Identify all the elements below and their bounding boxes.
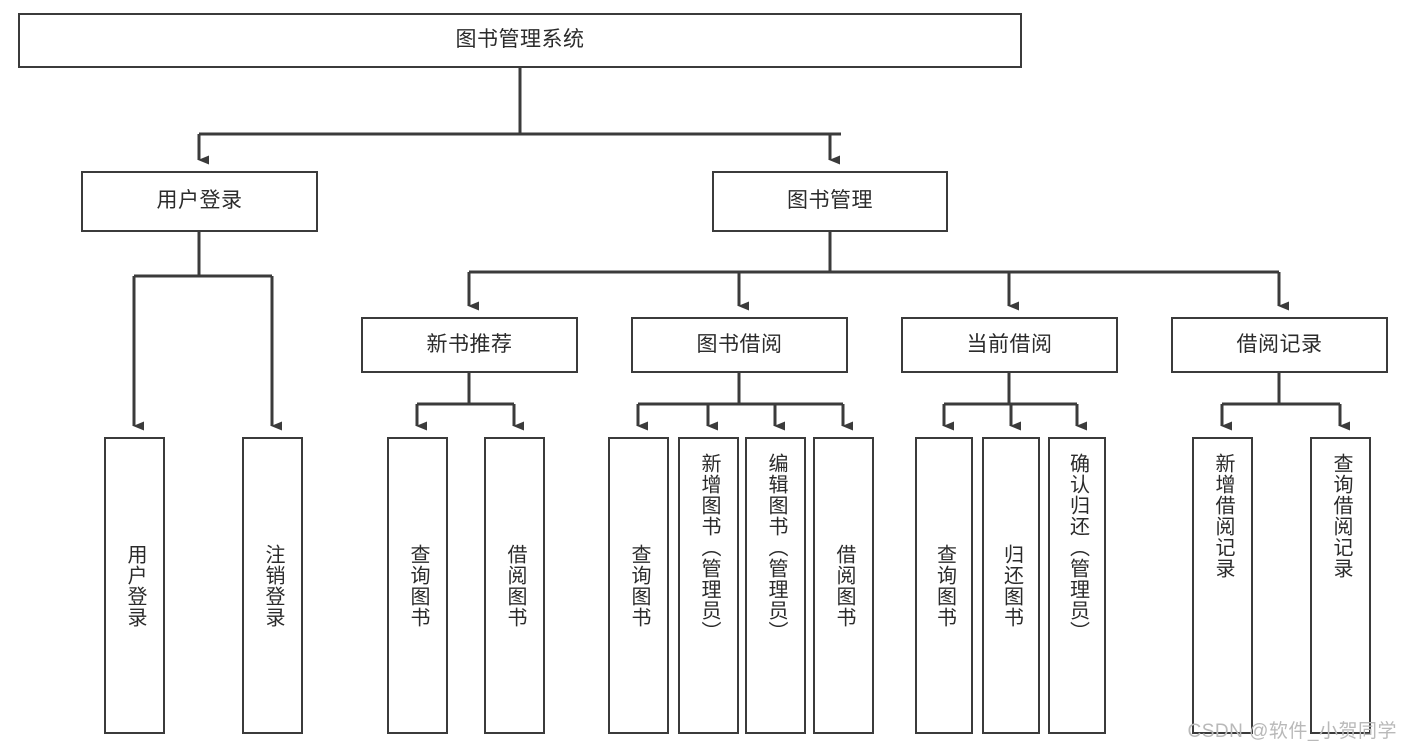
node-new-book-recommend-label: 新书推荐 xyxy=(426,332,513,356)
node-leaf-borrow-book-1[interactable]: 借阅图书 xyxy=(484,437,545,734)
node-leaf-confirm-return-admin[interactable]: 确认归还（管理员） xyxy=(1048,437,1106,734)
node-leaf-user-login-label: 用户登录 xyxy=(124,543,146,628)
node-leaf-return-book[interactable]: 归还图书 xyxy=(982,437,1040,734)
node-leaf-edit-book-admin-label: 编辑图书（管理员） xyxy=(765,453,787,642)
node-leaf-add-book-admin[interactable]: 新增图书（管理员） xyxy=(678,437,739,734)
node-leaf-borrow-book-2-label: 借阅图书 xyxy=(833,543,855,628)
node-leaf-query-book-1[interactable]: 查询图书 xyxy=(387,437,448,734)
node-borrow-record[interactable]: 借阅记录 xyxy=(1171,317,1388,373)
node-book-management-label: 图书管理 xyxy=(787,189,873,213)
node-leaf-query-borrow-record[interactable]: 查询借阅记录 xyxy=(1310,437,1371,734)
node-leaf-user-logout[interactable]: 注销登录 xyxy=(242,437,303,734)
node-current-borrow[interactable]: 当前借阅 xyxy=(901,317,1118,373)
node-leaf-query-book-2[interactable]: 查询图书 xyxy=(608,437,669,734)
node-leaf-query-book-3[interactable]: 查询图书 xyxy=(915,437,973,734)
node-leaf-return-book-label: 归还图书 xyxy=(1000,543,1023,628)
node-leaf-confirm-return-admin-label: 确认归还（管理员） xyxy=(1066,453,1089,642)
node-leaf-add-borrow-record-label: 新增借阅记录 xyxy=(1212,453,1234,579)
node-borrow-record-label: 借阅记录 xyxy=(1236,332,1323,356)
node-leaf-add-borrow-record[interactable]: 新增借阅记录 xyxy=(1192,437,1253,734)
node-new-book-recommend[interactable]: 新书推荐 xyxy=(361,317,578,373)
node-current-borrow-label: 当前借阅 xyxy=(966,332,1053,356)
node-leaf-query-book-3-label: 查询图书 xyxy=(933,543,956,628)
node-leaf-user-login[interactable]: 用户登录 xyxy=(104,437,165,734)
node-user-login-label: 用户登录 xyxy=(156,189,243,213)
node-book-borrow-label: 图书借阅 xyxy=(696,332,783,356)
node-leaf-borrow-book-2[interactable]: 借阅图书 xyxy=(813,437,874,734)
node-leaf-user-logout-label: 注销登录 xyxy=(262,543,284,628)
node-leaf-add-book-admin-label: 新增图书（管理员） xyxy=(698,453,720,642)
node-root-label: 图书管理系统 xyxy=(455,28,585,52)
node-leaf-query-book-2-label: 查询图书 xyxy=(628,543,650,628)
watermark-csdn: CSDN @软件_小贺同学 xyxy=(1187,721,1397,742)
node-user-login[interactable]: 用户登录 xyxy=(81,171,318,232)
node-book-borrow[interactable]: 图书借阅 xyxy=(631,317,848,373)
node-leaf-query-borrow-record-label: 查询借阅记录 xyxy=(1330,453,1352,579)
node-leaf-edit-book-admin[interactable]: 编辑图书（管理员） xyxy=(745,437,806,734)
node-leaf-borrow-book-1-label: 借阅图书 xyxy=(504,543,526,628)
node-root[interactable]: 图书管理系统 xyxy=(18,13,1022,68)
node-book-management[interactable]: 图书管理 xyxy=(712,171,948,232)
node-leaf-query-book-1-label: 查询图书 xyxy=(407,543,429,628)
